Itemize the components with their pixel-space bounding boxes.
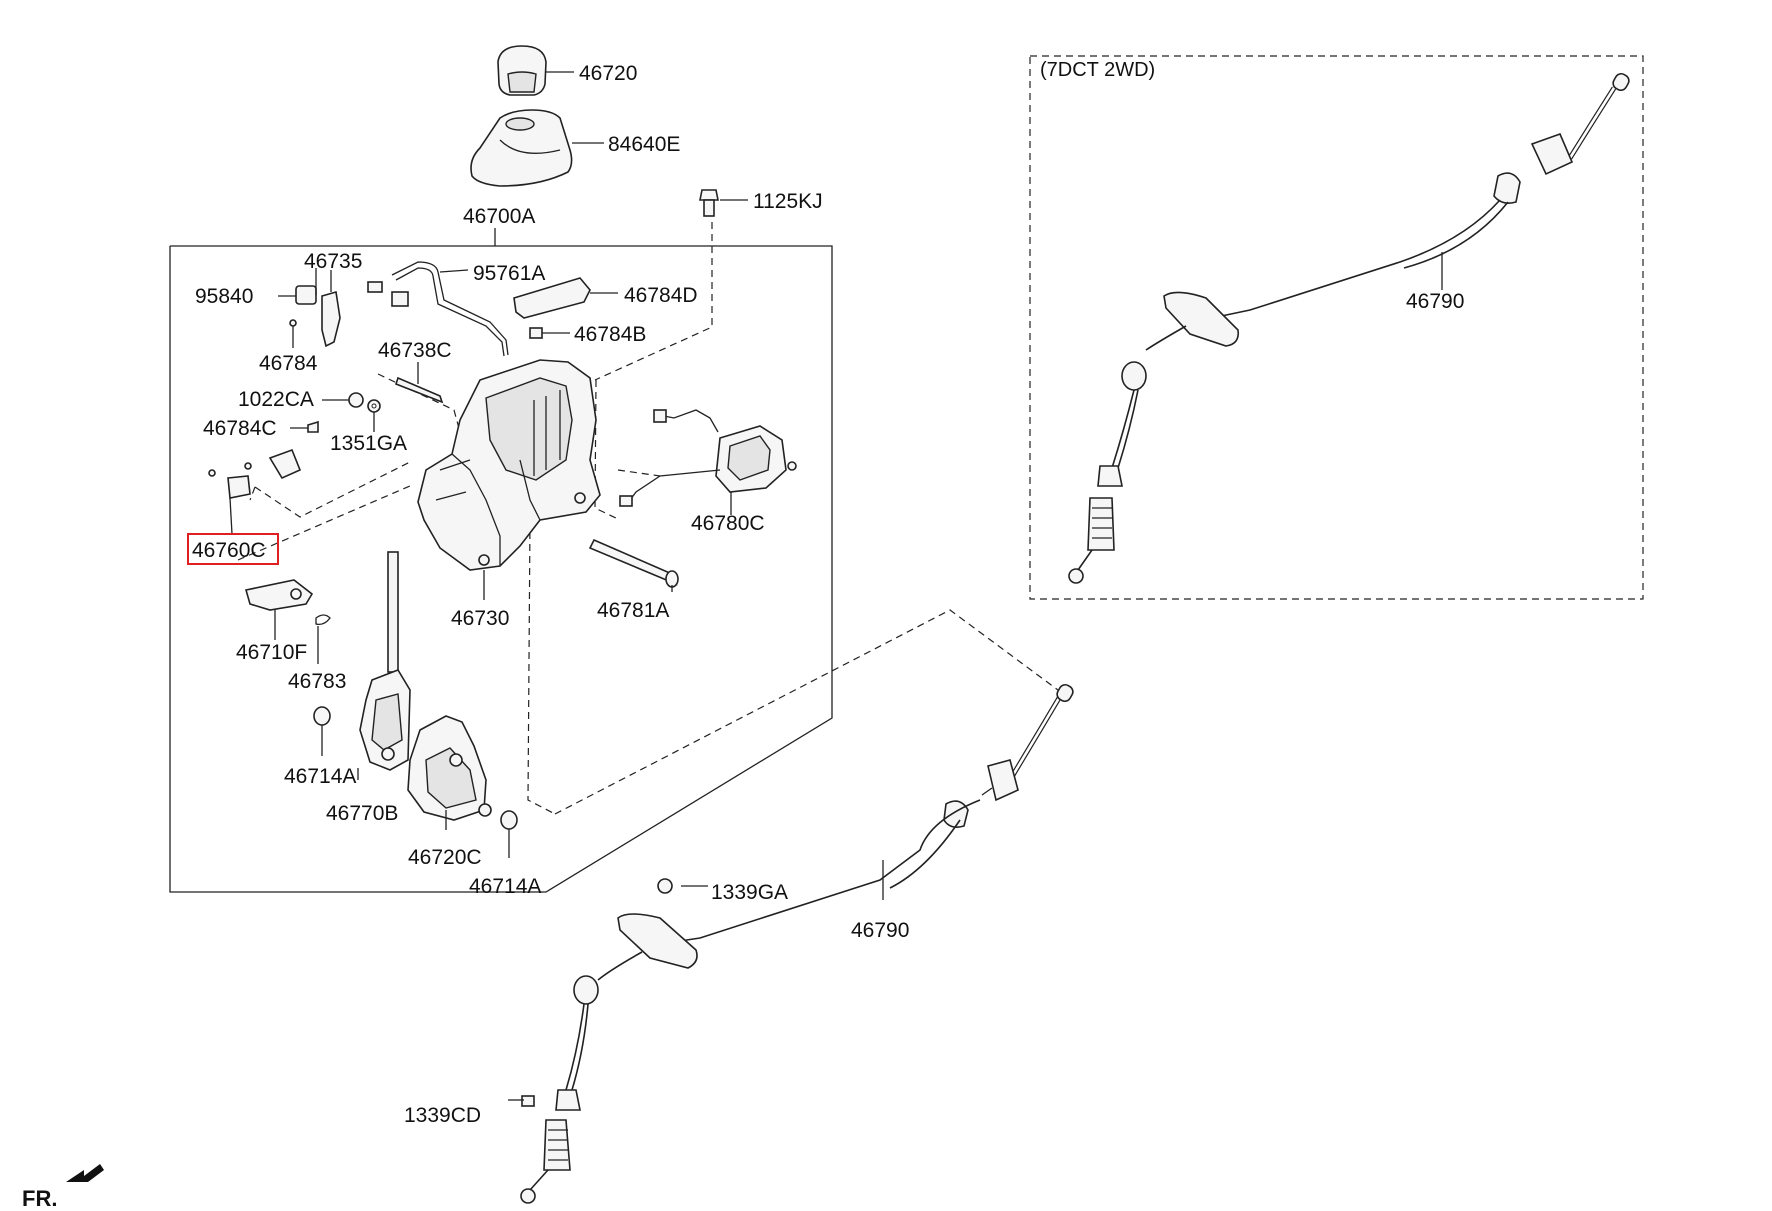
label-46760C: 46760C bbox=[192, 539, 266, 562]
upper-left-parts bbox=[208, 268, 381, 535]
lever-46710F bbox=[244, 579, 331, 664]
label-46784: 46784 bbox=[259, 352, 318, 375]
shift-knob-46720 bbox=[497, 45, 574, 96]
label-95761A: 95761A bbox=[473, 262, 545, 285]
label-46714A-right: 46714A bbox=[469, 875, 541, 898]
bolt-1125KJ bbox=[699, 189, 748, 217]
front-arrow-icon bbox=[66, 1164, 104, 1182]
nut-46714A-right bbox=[500, 810, 518, 858]
label-46700A: 46700A bbox=[463, 205, 535, 228]
highlight-box-46760C bbox=[187, 533, 279, 565]
label-46784C: 46784C bbox=[203, 417, 277, 440]
direction-label: FR. bbox=[22, 1186, 57, 1211]
label-46720: 46720 bbox=[579, 62, 637, 85]
label-46720C: 46720C bbox=[408, 846, 482, 869]
label-95840: 95840 bbox=[195, 285, 253, 308]
switch-46780C bbox=[619, 409, 797, 515]
leader-lines bbox=[508, 252, 1443, 1101]
label-46784D: 46784D bbox=[624, 284, 698, 307]
label-1339GA: 1339GA bbox=[711, 881, 788, 904]
label-46735: 46735 bbox=[304, 250, 362, 273]
variant-label: (7DCT 2WD) bbox=[1040, 59, 1155, 81]
cable-46790-inset bbox=[1068, 72, 1630, 584]
label-46790-main: 46790 bbox=[851, 919, 909, 942]
label-46710F: 46710F bbox=[236, 641, 307, 664]
inset-box-7dct-2wd bbox=[1029, 55, 1644, 600]
shift-boot-84640E bbox=[470, 109, 604, 187]
assembly-frame bbox=[169, 245, 833, 893]
label-46780C: 46780C bbox=[691, 512, 765, 535]
label-1351GA: 1351GA bbox=[330, 432, 407, 455]
label-1022CA: 1022CA bbox=[238, 388, 314, 411]
label-1125KJ: 1125KJ bbox=[753, 190, 823, 213]
label-46781A: 46781A bbox=[597, 599, 669, 622]
label-46783: 46783 bbox=[288, 670, 346, 693]
label-46790-inset: 46790 bbox=[1406, 290, 1464, 313]
shaft-46781A bbox=[588, 538, 679, 592]
lever-46770B bbox=[357, 551, 411, 780]
label-46738C: 46738C bbox=[378, 339, 452, 362]
label-84640E: 84640E bbox=[608, 133, 680, 156]
harness-95761A bbox=[367, 261, 618, 357]
shifter-housing-46730 bbox=[417, 359, 601, 600]
cable-46790-main bbox=[520, 683, 1074, 1204]
bracket-46720C bbox=[407, 715, 492, 830]
label-46730: 46730 bbox=[451, 607, 509, 630]
label-1339CD: 1339CD bbox=[404, 1104, 481, 1127]
pin-46738C bbox=[395, 362, 444, 404]
nut-46714A-left bbox=[313, 706, 331, 756]
label-46714A-left: 46714A bbox=[284, 765, 356, 788]
label-46770B: 46770B bbox=[326, 802, 398, 825]
label-46784B: 46784B bbox=[574, 323, 646, 346]
